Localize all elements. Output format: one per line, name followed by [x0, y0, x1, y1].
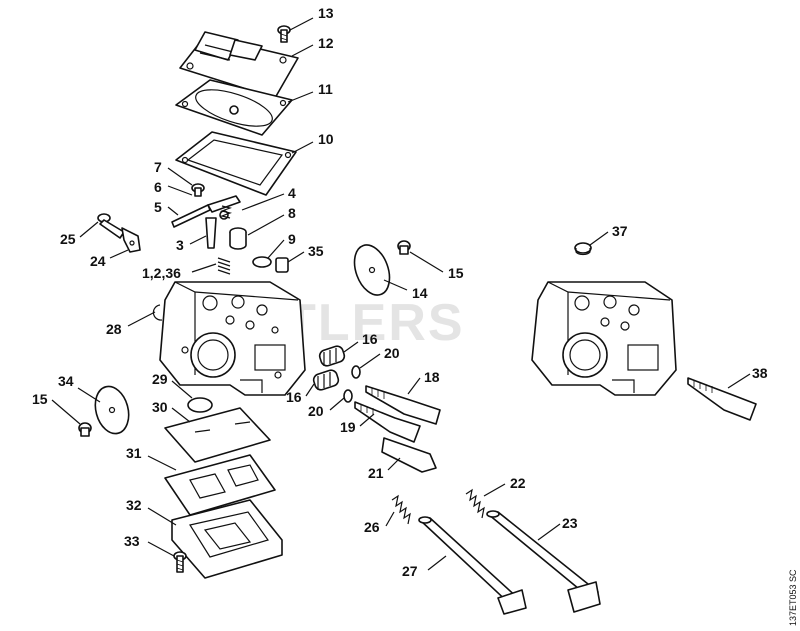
callout-21: 21 — [368, 465, 384, 481]
callout-20-upper: 20 — [384, 345, 400, 361]
callout-20-lower: 20 — [308, 403, 324, 419]
leader-lines — [51, 17, 751, 571]
callout-24: 24 — [90, 253, 106, 269]
callout-32: 32 — [126, 497, 142, 513]
callout-15-upper: 15 — [448, 265, 464, 281]
callout-35: 35 — [308, 243, 324, 259]
part-15-screw-upper — [397, 240, 411, 255]
callout-10: 10 — [318, 131, 334, 147]
callout-23: 23 — [562, 515, 578, 531]
part-34-cover-plate — [94, 385, 130, 435]
part-30-gasket — [164, 407, 271, 463]
callout-18: 18 — [424, 369, 440, 385]
drawing-code: 137ET053 SC — [788, 569, 798, 626]
part-32-pump-cover — [171, 499, 283, 579]
callout-15-lower: 15 — [32, 391, 48, 407]
callout-1-2-36: 1,2,36 — [142, 265, 181, 281]
callout-34: 34 — [58, 373, 74, 389]
callout-30: 30 — [152, 399, 168, 415]
metering-lever-parts — [171, 183, 289, 275]
callout-25: 25 — [60, 231, 76, 247]
part-10-gasket — [175, 131, 297, 196]
part-23-choke-shaft — [486, 510, 601, 613]
carburetor-body-main — [159, 281, 306, 396]
callout-27: 27 — [402, 563, 418, 579]
callout-29: 29 — [152, 371, 168, 387]
part-28-clip — [152, 304, 163, 321]
callout-11: 11 — [318, 81, 333, 97]
part-26-spring — [391, 494, 411, 525]
callout-6: 6 — [154, 179, 162, 195]
adjust-needle-parts — [312, 345, 441, 473]
carburetor-body-right — [531, 281, 677, 396]
callout-13: 13 — [318, 5, 334, 21]
part-37-plug — [574, 242, 592, 256]
part-29-strainer — [187, 397, 213, 413]
part-38-needle — [687, 377, 757, 421]
part-31-diaphragm — [164, 454, 276, 516]
callout-26: 26 — [364, 519, 380, 535]
callout-38: 38 — [752, 365, 768, 381]
callout-16-upper: 16 — [362, 331, 378, 347]
part-13-screw — [277, 25, 291, 43]
callout-37: 37 — [612, 223, 628, 239]
callout-22: 22 — [510, 475, 526, 491]
part-22-spring — [465, 488, 485, 519]
part-33-screw — [173, 551, 187, 573]
callout-12: 12 — [318, 35, 334, 51]
part-27-throttle-shaft — [418, 516, 527, 615]
part-14-cover-plate — [353, 244, 391, 296]
callout-16-lower: 16 — [286, 389, 302, 405]
callout-5: 5 — [154, 199, 162, 215]
callout-19: 19 — [340, 419, 356, 435]
callout-31: 31 — [126, 445, 142, 461]
callout-3: 3 — [176, 237, 184, 253]
callout-9: 9 — [288, 231, 296, 247]
part-25-24-bracket — [97, 213, 141, 253]
part-15-screw-lower — [78, 422, 92, 437]
callout-8: 8 — [288, 205, 296, 221]
callout-28: 28 — [106, 321, 122, 337]
callout-14: 14 — [412, 285, 428, 301]
callout-7: 7 — [154, 159, 162, 175]
callout-labels: 13 12 11 10 7 6 5 4 8 3 9 1,2,36 35 25 2… — [32, 5, 768, 579]
callout-33: 33 — [124, 533, 140, 549]
callout-4: 4 — [288, 185, 296, 201]
